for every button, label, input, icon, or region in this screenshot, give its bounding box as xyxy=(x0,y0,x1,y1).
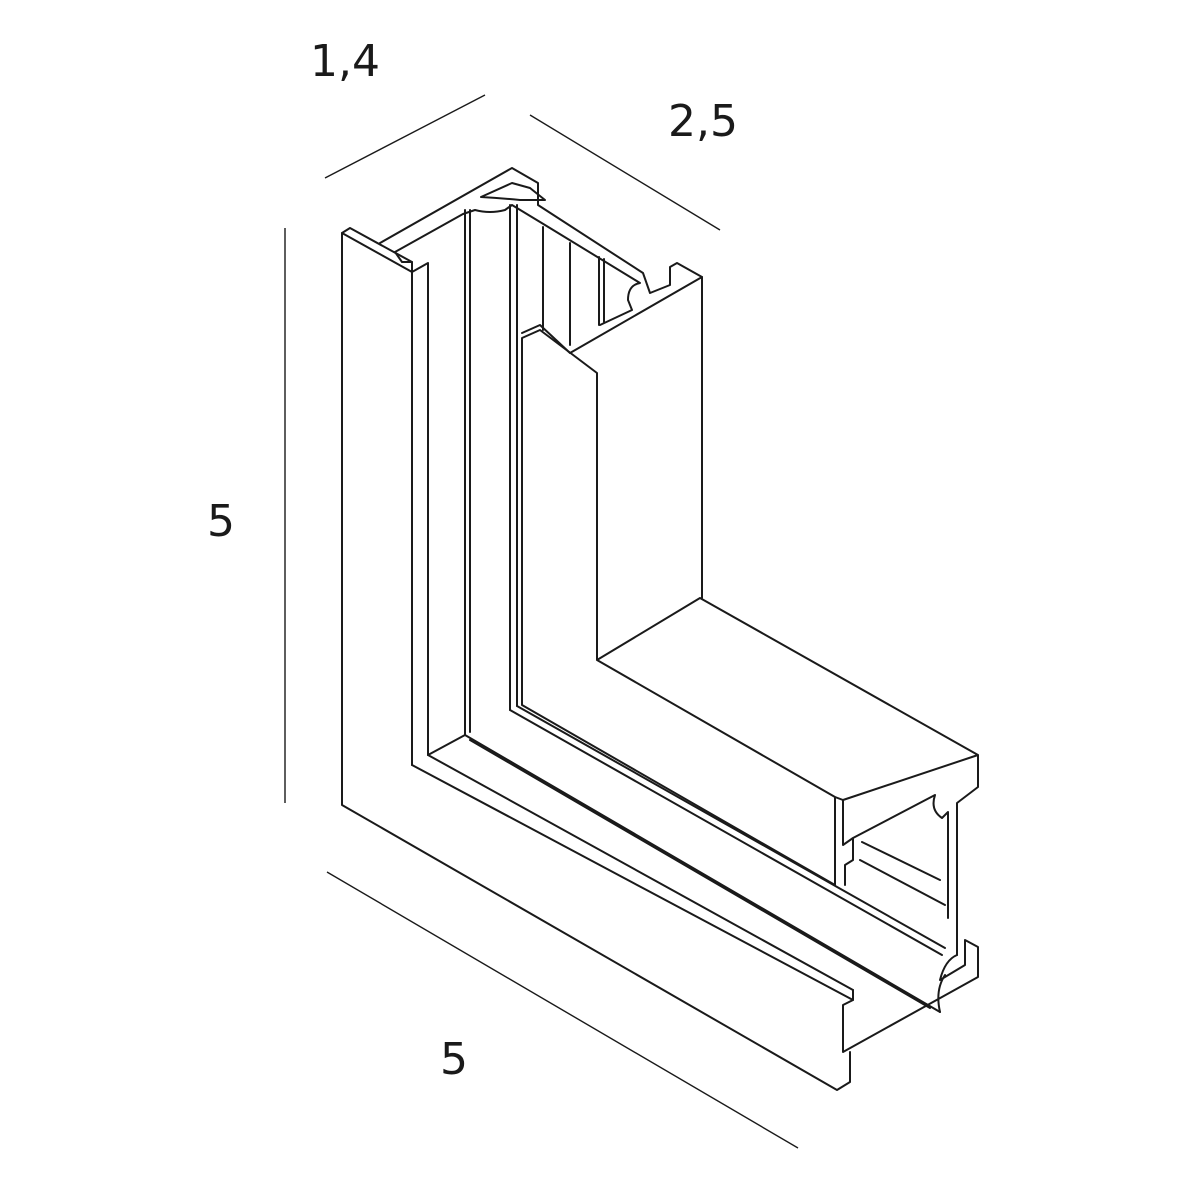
dimension-line-length xyxy=(326,871,799,1149)
left-flange-top xyxy=(341,227,429,756)
inner-l-piece xyxy=(521,329,979,956)
top-profile-section xyxy=(379,167,703,354)
bottom-groove-line xyxy=(464,734,941,1013)
bottom-flange-top xyxy=(411,764,854,1001)
dimension-length-label: 5 xyxy=(440,1034,468,1085)
outer-face-outline xyxy=(341,232,851,1091)
bottom-flange-inner xyxy=(427,754,854,991)
bottom-groove-line xyxy=(509,709,943,956)
bottom-groove-line xyxy=(516,705,946,949)
bottom-groove-line xyxy=(469,739,931,1009)
bottom-flange-top xyxy=(427,734,466,756)
dimension-depth-label: 1,4 xyxy=(310,36,380,87)
end-profile-section xyxy=(842,794,979,1053)
dimension-height-label: 5 xyxy=(207,496,235,547)
dimension-line-width xyxy=(529,114,721,231)
dimension-width-label: 2,5 xyxy=(668,96,738,147)
dimension-line-depth xyxy=(324,94,486,179)
